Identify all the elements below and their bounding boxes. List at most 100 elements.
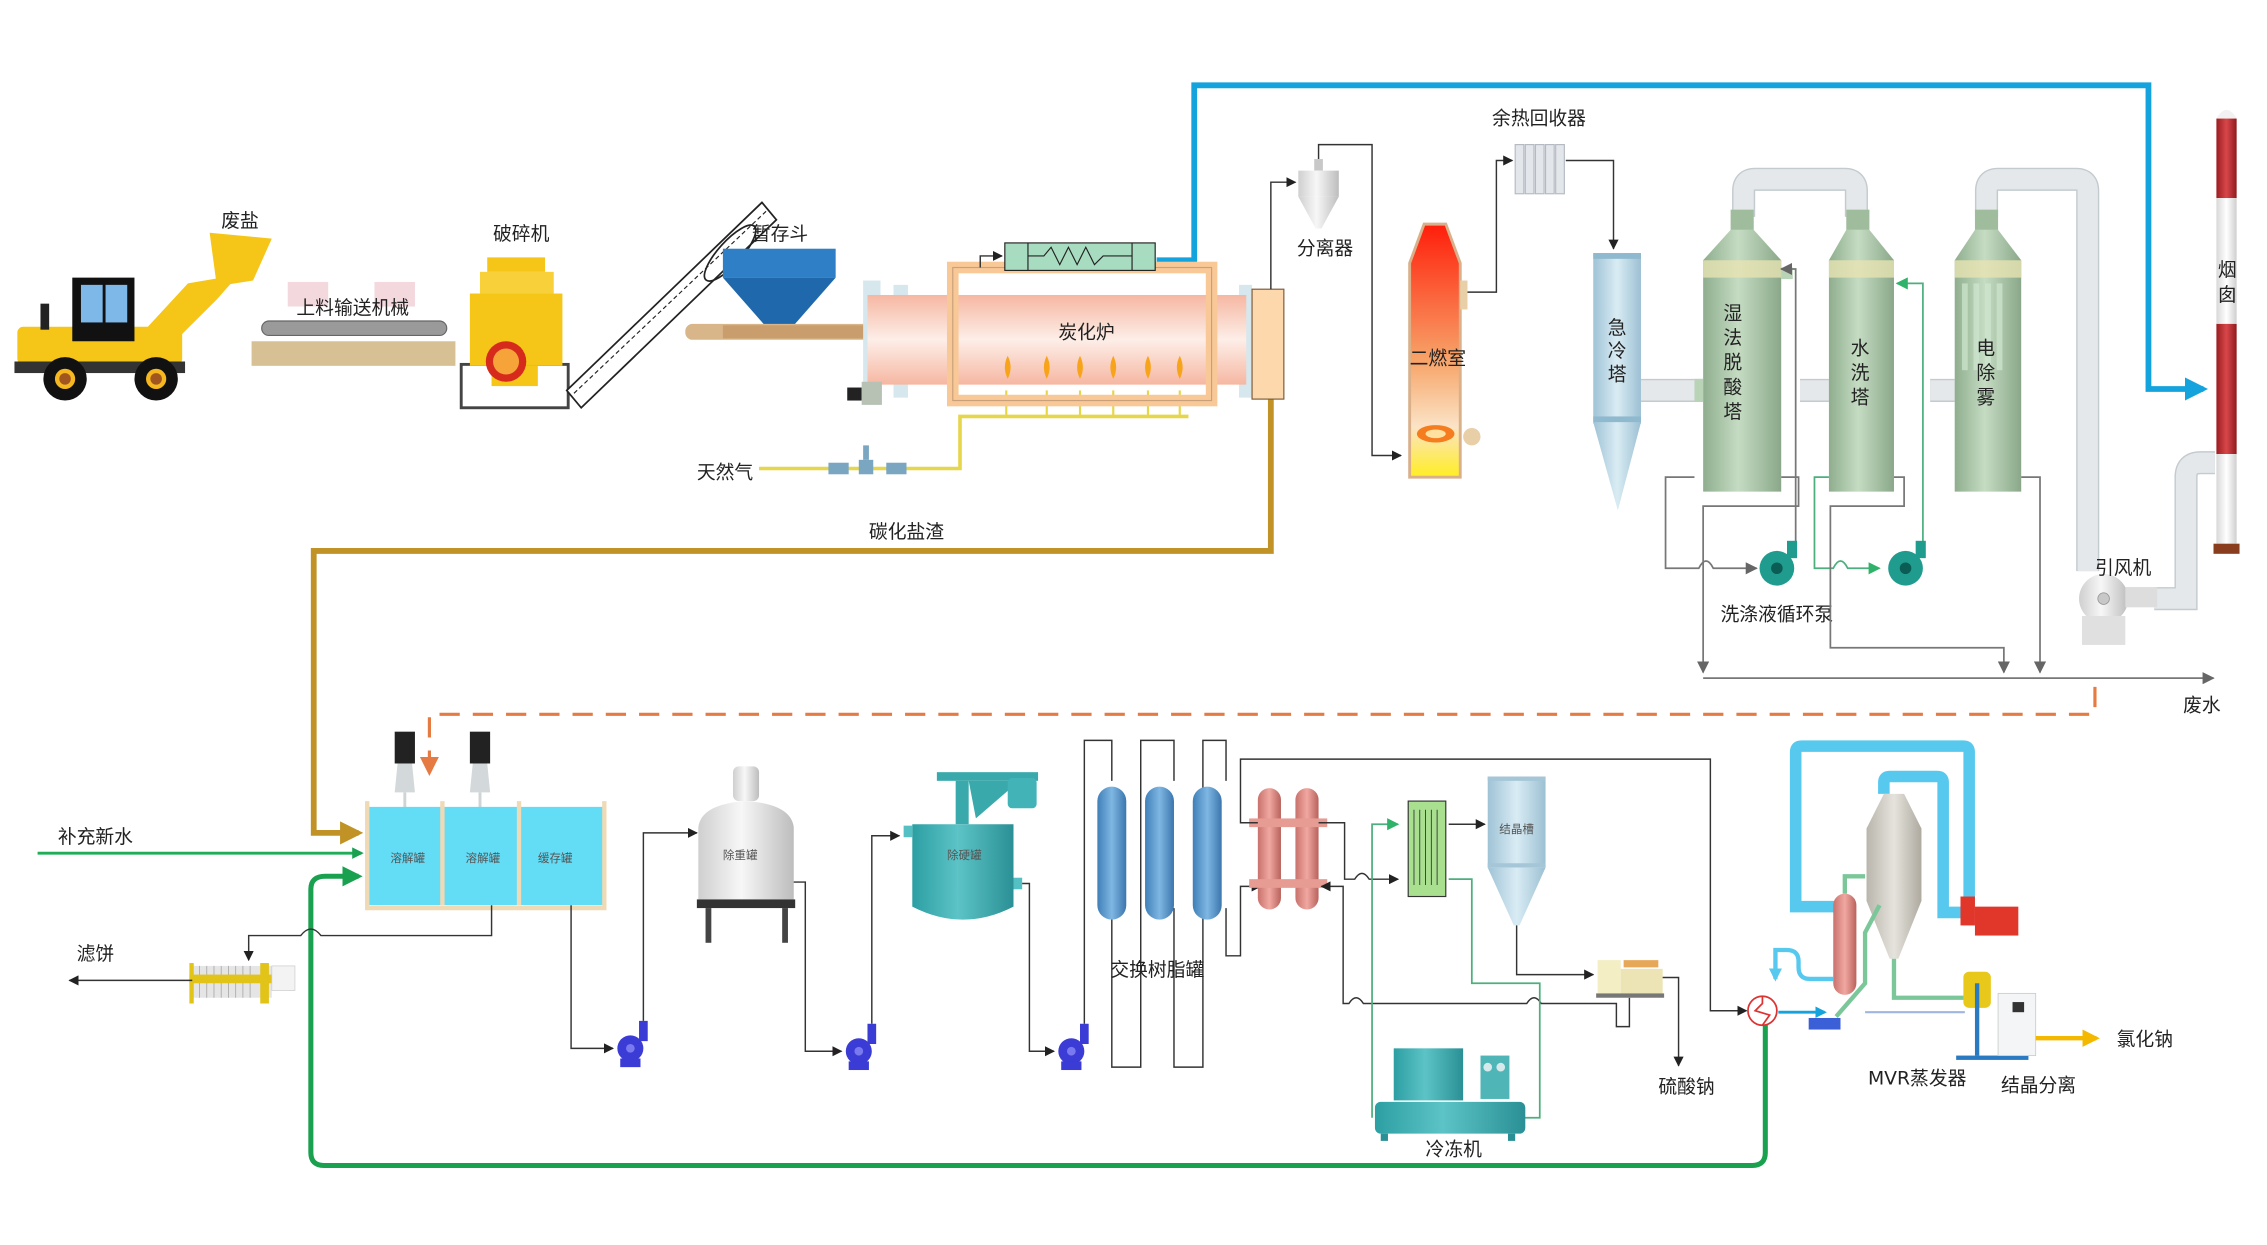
buffer-tank-label: 缓存罐 [538, 851, 573, 865]
chiller-icon [1374, 1048, 1526, 1141]
waste-salt-label: 废盐 [221, 210, 259, 232]
temp-hopper-label: 暂存斗 [752, 223, 808, 245]
svg-text:酸: 酸 [1723, 376, 1742, 398]
tube-cooler-icon [1249, 788, 1328, 910]
deacid-return-line [1779, 262, 1797, 543]
svg-text:塔: 塔 [1608, 363, 1627, 385]
heavy-metal-tank-label: 除重罐 [723, 848, 758, 862]
scrubbing-pump-1-icon [1759, 540, 1798, 586]
hardness-tank-icon [903, 772, 1039, 920]
mvr-feed-pump-icon [1808, 1017, 1841, 1030]
sodium-chloride-label: 氯化钠 [2117, 1028, 2173, 1050]
pump2-to-hardness-line [871, 830, 901, 1024]
deacid-drain-line [1697, 476, 1800, 674]
quench-tower-icon [1593, 253, 1641, 511]
waste-water-return-line [419, 686, 2097, 776]
svg-text:电: 电 [1976, 337, 1995, 359]
inclined-elevator-icon [565, 201, 778, 410]
feed-pump-1-icon [617, 1020, 648, 1068]
crystallizer-to-centrifuge-line [1515, 925, 1595, 980]
induced-fan-icon [2079, 574, 2158, 645]
svg-text:洗: 洗 [1851, 362, 1870, 384]
chiller-supply-line [1448, 878, 1541, 1124]
crystal-separator-icon [1956, 971, 2037, 1060]
cooler-to-plate-hx-line [1318, 822, 1400, 885]
mvr-green-circulation [1834, 874, 1965, 1018]
cooler-top-to-mvr-line [1239, 758, 1748, 1016]
separator-label: 分离器 [1297, 237, 1354, 259]
resin-tank-2-icon [1145, 786, 1174, 920]
svg-text:囱: 囱 [2218, 284, 2237, 306]
waste-water-label: 废水 [2183, 694, 2221, 716]
crystallizer-tank-icon [1487, 776, 1546, 926]
quench-tower-vertical-label: 急 冷 塔 [1608, 317, 1627, 385]
resin-tanks-label: 交换树脂罐 [1110, 959, 1204, 981]
filter-press-icon [189, 963, 296, 1004]
recycle-water-line [308, 866, 1768, 1169]
natural-gas-label: 天然气 [697, 462, 754, 484]
mvr-evaporator-label: MVR蒸发器 [1868, 1067, 1967, 1089]
mvr-heater-icon [1833, 893, 1857, 995]
svg-text:水: 水 [1851, 337, 1870, 359]
secondary-combustion-label: 二燃室 [1410, 347, 1466, 369]
mvr-condensate-return [1768, 947, 1834, 982]
svg-text:脱: 脱 [1723, 352, 1742, 374]
carbonization-furnace-icon [847, 261, 1285, 407]
resin-tank-1-icon [1097, 786, 1127, 920]
gas-ducts [1640, 167, 2215, 611]
heat-recovery-to-quench-line [1565, 159, 1619, 250]
mvr-vapor-loop-inner [1878, 770, 1970, 919]
separator-to-combustion-line [1317, 143, 1402, 461]
water-wash-tower-vertical-label: 水 洗 塔 [1851, 337, 1870, 408]
furnace-to-separator-line [1270, 177, 1297, 290]
demister-drain-line [2021, 476, 2047, 674]
preheater-icon [1747, 995, 1778, 1027]
wash-return-line [1895, 277, 1924, 543]
fresh-water-label: 补充新水 [58, 826, 133, 848]
chimney-vertical-label: 烟 囱 [2218, 259, 2237, 306]
chimney-icon [2213, 109, 2240, 554]
scrubbing-pump-label: 洗涤液循环泵 [1720, 603, 1833, 625]
filter-cake-label: 滤饼 [77, 943, 115, 965]
crusher-icon [459, 257, 570, 410]
sodium-sulfate-out-line [1662, 976, 1684, 1067]
svg-text:冷: 冷 [1608, 340, 1627, 362]
return-to-cooler-line [1320, 881, 1631, 1028]
resin-series-lines [1083, 739, 1260, 1068]
pump1-to-heavy-metal-line [642, 827, 698, 1021]
electric-demister-icon [1954, 209, 2022, 492]
heavy-metal-tank-icon [696, 766, 796, 943]
svg-text:急: 急 [1608, 317, 1627, 339]
cyclone-separator-icon [1298, 159, 1339, 229]
plate-heat-exchanger-icon [1407, 800, 1447, 898]
wash-circulation-line [1813, 476, 1881, 575]
waste-heat-recovery-label: 余热回收器 [1492, 107, 1586, 129]
mvr-separator-body-icon [1866, 793, 1922, 959]
electric-demister-vertical-label: 电 除 雾 [1976, 337, 1995, 408]
gas-valves-icon [828, 445, 907, 475]
wet-deacid-tower-vertical-label: 湿 法 脱 酸 塔 [1723, 303, 1742, 423]
wash-drain-line [1829, 476, 2010, 674]
crusher-label: 破碎机 [493, 223, 550, 245]
furnace-to-exchanger-arrow [979, 250, 1003, 268]
waste-heat-recovery-icon [1514, 144, 1565, 195]
feed-pump-3-icon [1058, 1023, 1089, 1071]
feeding-conveyor-label: 上料输送机械 [296, 297, 409, 319]
svg-text:法: 法 [1723, 327, 1742, 349]
wet-deacid-tower-icon [1694, 209, 1793, 492]
sodium-sulfate-label: 硫酸钠 [1658, 1076, 1714, 1098]
natural-gas-line [759, 414, 1189, 471]
temp-hopper-icon [685, 248, 880, 340]
resin-tank-3-icon [1192, 786, 1222, 920]
flue-gas-bypass-line [1156, 82, 2209, 401]
buffer-to-pump1-line [570, 905, 615, 1054]
heavy-metal-to-pump2-line [793, 881, 843, 1057]
feed-pump-2-icon [845, 1023, 877, 1071]
feeding-conveyor-icon [251, 281, 456, 366]
tank-to-filter-line [243, 905, 493, 962]
crystal-separation-label: 结晶分离 [2001, 1075, 2076, 1097]
crystallizer-tank-label: 结晶槽 [1499, 822, 1534, 836]
chiller-return-line [1371, 818, 1400, 1118]
mvr-compressor-icon [1960, 896, 2019, 936]
